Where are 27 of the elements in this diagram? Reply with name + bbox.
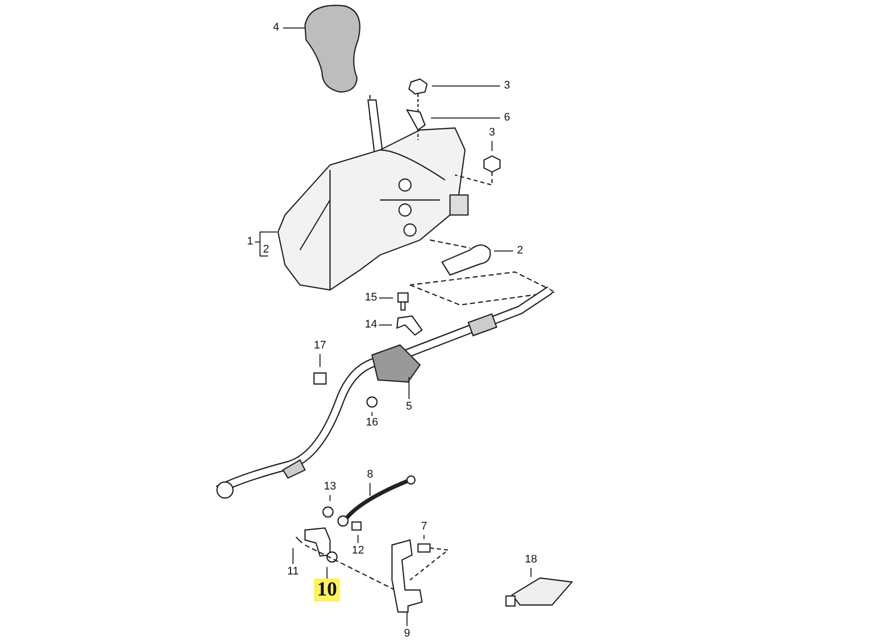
callout-number: 13	[324, 480, 336, 494]
callout-number: 10	[314, 578, 340, 602]
callout-number: 16	[366, 416, 378, 430]
callout-number: 15	[364, 292, 378, 304]
leader-line	[292, 548, 294, 564]
leader-line	[326, 566, 328, 580]
callout-number: 18	[524, 554, 538, 566]
callout-number: 3	[504, 80, 510, 92]
callout-number: 17	[314, 340, 326, 352]
callout-number: 8	[366, 468, 374, 482]
callout-number: 11	[287, 566, 299, 578]
callout-number: 3	[488, 126, 496, 140]
callout-number: 14	[364, 318, 378, 332]
leader-line	[530, 568, 532, 578]
callout-number: 4	[272, 22, 280, 34]
callout-number: 1	[246, 236, 254, 248]
leader-line	[378, 324, 392, 326]
leader-line	[494, 250, 514, 252]
leader-line	[408, 376, 410, 400]
callout-number: 5	[406, 400, 412, 414]
callout-number: 9	[404, 628, 410, 640]
callout-number: 12	[352, 544, 364, 558]
leader-line	[406, 612, 408, 626]
callout-number: 2	[262, 244, 270, 256]
callout-number: 2	[516, 244, 524, 258]
callout-number: 6	[504, 112, 510, 124]
callout-number: 7	[420, 520, 428, 534]
